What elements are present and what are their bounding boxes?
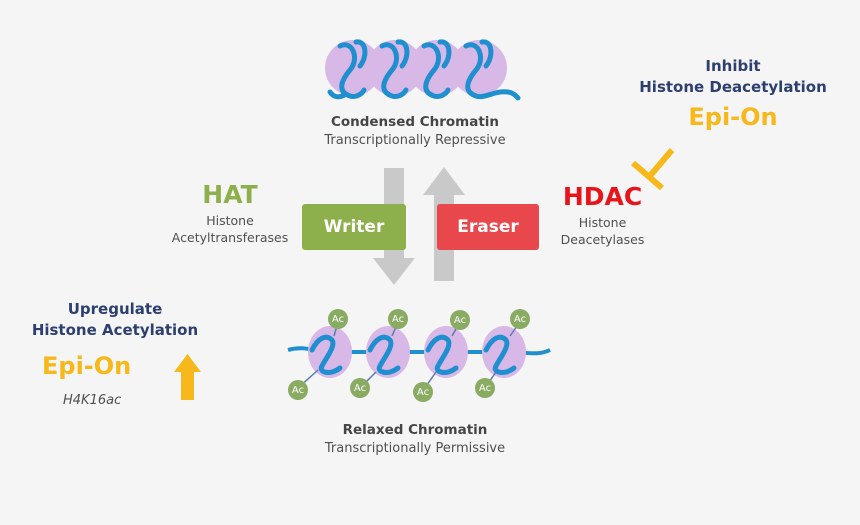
ac-badge: Ac: [350, 378, 370, 398]
upregulate-product: Epi-On: [42, 352, 132, 380]
upregulate-block: Upregulate Histone Acetylation: [20, 300, 210, 339]
relaxed-subtitle: Transcriptionally Permissive: [324, 441, 506, 456]
inhibit-line1: Inhibit: [705, 57, 761, 75]
upregulate-line1: Upregulate: [67, 300, 163, 318]
condensed-title: Condensed Chromatin: [330, 114, 500, 130]
hdac-abbr: HDAC: [562, 182, 643, 211]
ac-badge: Ac: [510, 309, 530, 329]
up-arrow-icon: [174, 354, 201, 400]
hdac-line2: Deacetylases: [560, 232, 645, 247]
relaxed-chromatin-graphic: [287, 321, 551, 393]
hdac-block: HDAC Histone Deacetylases: [540, 182, 665, 247]
inhibit-product: Epi-On: [688, 103, 778, 131]
ac-badge: Ac: [288, 380, 308, 400]
relaxed-title: Relaxed Chromatin: [342, 422, 488, 438]
condensed-subtitle: Transcriptionally Repressive: [324, 133, 506, 148]
ac-badge: Ac: [450, 310, 470, 330]
writer-label: Writer: [323, 217, 385, 237]
condensed-chromatin-graphic: [325, 39, 521, 101]
writer-box: Writer: [302, 204, 406, 250]
hdac-line1: Histone: [578, 215, 627, 230]
inhibit-line2: Histone Deacetylation: [639, 78, 827, 96]
ac-badge: Ac: [475, 378, 495, 398]
hat-line1: Histone: [206, 213, 254, 228]
inhibit-block: Inhibit Histone Deacetylation Epi-On: [628, 57, 838, 131]
relaxed-chromatin-label: Relaxed Chromatin Transcriptionally Perm…: [300, 422, 530, 456]
eraser-label: Eraser: [457, 217, 519, 237]
inhibit-t-bar-icon: [631, 148, 675, 191]
hat-abbr: HAT: [202, 180, 258, 209]
condensed-chromatin-label: Condensed Chromatin Transcriptionally Re…: [300, 114, 530, 148]
upregulate-line2: Histone Acetylation: [31, 321, 199, 339]
eraser-box: Eraser: [437, 204, 539, 250]
hat-line2: Acetyltransferases: [171, 230, 289, 245]
h4k16ac-marker: H4K16ac: [63, 393, 122, 408]
ac-badge: Ac: [413, 382, 433, 402]
hat-block: HAT Histone Acetyltransferases: [160, 180, 300, 245]
ac-badge: Ac: [388, 309, 408, 329]
ac-badge: Ac: [328, 309, 348, 329]
